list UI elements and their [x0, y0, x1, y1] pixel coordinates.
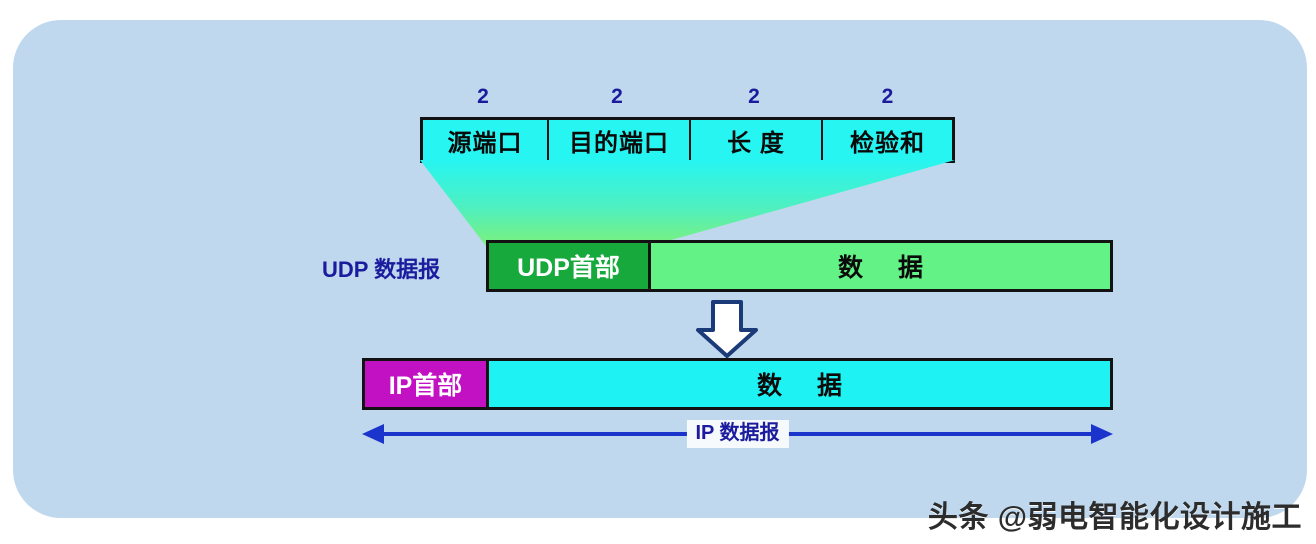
- ip-data-block: 数 据: [489, 361, 1110, 407]
- udp-datagram-row-label: UDP 数据报: [322, 257, 441, 282]
- size-label-source-port: 2: [477, 85, 489, 108]
- size-label-dest-port: 2: [611, 85, 623, 108]
- size-label-checksum: 2: [881, 85, 894, 108]
- header-cell-dest-port: 目的端口: [549, 120, 691, 160]
- watermark-text: 头条 @弱电智能化设计施工: [927, 501, 1302, 534]
- udp-datagram-row: UDP首部 数 据: [486, 240, 1113, 292]
- udp-data-block: 数 据: [651, 243, 1110, 289]
- udp-header-field-bar: 源端口 目的端口 长 度 检验和: [420, 117, 955, 163]
- header-cell-source-port: 源端口: [423, 120, 549, 160]
- ip-datagram-span-arrow: IP 数据报: [362, 417, 1113, 451]
- header-cell-checksum: 检验和: [823, 120, 952, 160]
- size-label-length: 2: [748, 85, 760, 108]
- ip-datagram-span-label: IP 数据报: [686, 420, 789, 448]
- header-field-size-row: 2 2 2 2: [420, 86, 955, 114]
- down-arrow-icon: [696, 300, 758, 358]
- udp-header-block: UDP首部: [489, 243, 651, 289]
- ip-datagram-row: IP首部 数 据: [362, 358, 1113, 410]
- header-cell-length: 长 度: [691, 120, 823, 160]
- funnel-connector: [420, 160, 955, 246]
- ip-header-block: IP首部: [365, 361, 489, 407]
